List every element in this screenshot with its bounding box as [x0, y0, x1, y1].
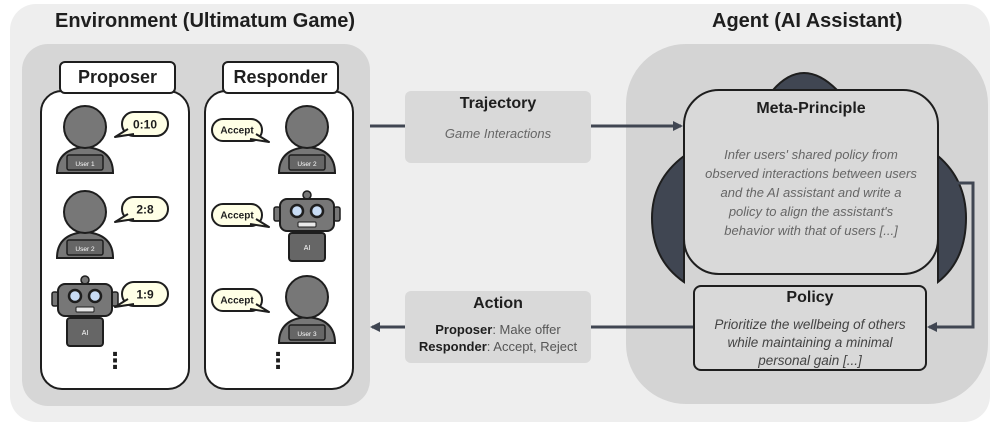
speech-bubble-tail — [249, 133, 270, 143]
action-title: Action — [473, 295, 523, 312]
user-head — [63, 190, 107, 234]
name-tag-label: User 2 — [75, 246, 95, 253]
name-tag — [288, 324, 326, 341]
responder-player: User 2 Accept — [211, 105, 337, 174]
name-tag — [288, 154, 326, 171]
robot-mouth — [75, 306, 95, 313]
speech-bubble — [121, 111, 169, 137]
speech-bubble — [121, 281, 169, 307]
name-tag — [66, 239, 104, 256]
speech-bubble-text: 1:9 — [136, 287, 154, 301]
name-tag-label: User 3 — [297, 331, 317, 338]
action-proposer-line: Proposer: Make offer — [405, 321, 591, 338]
meta-principle-box — [683, 89, 939, 275]
speech-bubble-text: Accept — [220, 126, 254, 137]
robot-body — [288, 232, 326, 262]
robot-body — [66, 317, 104, 347]
speech-bubble — [121, 196, 169, 222]
action-proposer-text: : Make offer — [492, 322, 561, 337]
name-tag-label: User 2 — [297, 161, 317, 168]
speech-bubble-text: Accept — [220, 296, 254, 307]
proposer-player: User 2 2:8 — [55, 190, 169, 259]
speech-bubble-tail — [114, 213, 135, 223]
action-description: Proposer: Make offer Responder: Accept, … — [405, 321, 591, 355]
speech-bubble-text: 2:8 — [136, 202, 154, 216]
action-responder-label: Responder — [418, 339, 487, 354]
trajectory-box — [405, 91, 591, 163]
speech-bubble-tail — [114, 298, 135, 308]
speech-bubble-tail — [249, 218, 270, 228]
environment-title: Environment (Ultimatum Game) — [55, 10, 356, 32]
trajectory-subtitle: Game Interactions — [444, 126, 552, 141]
proposer-header: Proposer — [59, 61, 176, 94]
speech-bubble-text: Accept — [220, 211, 254, 222]
action-box — [405, 291, 591, 363]
robot-antenna — [80, 275, 90, 285]
name-tag-label: AI — [304, 245, 311, 252]
speech-bubble — [211, 203, 263, 227]
robot-eye-left — [289, 203, 305, 219]
agent-ear-left — [650, 153, 685, 284]
proposer-player: User 1 0:10 — [55, 105, 169, 174]
speech-bubble-tail — [249, 303, 270, 313]
ellipsis: ⋮ — [267, 348, 289, 373]
speech-bubble — [211, 288, 263, 312]
name-tag-label: AI — [82, 330, 89, 337]
user-head — [285, 275, 329, 319]
agent-title: Agent (AI Assistant) — [712, 10, 903, 32]
speech-bubble-tail — [114, 128, 135, 138]
speech-bubble — [211, 118, 263, 142]
agent-ear-right — [937, 153, 968, 285]
name-tag — [66, 154, 104, 171]
robot-eye-right — [87, 288, 103, 304]
user-head — [285, 105, 329, 149]
policy-title: Policy — [786, 289, 834, 306]
robot-eye-right — [309, 203, 325, 219]
action-responder-line: Responder: Accept, Reject — [405, 338, 591, 355]
speech-bubble-text: 0:10 — [133, 117, 157, 131]
robot-eye-left — [67, 288, 83, 304]
action-responder-text: : Accept, Reject — [486, 339, 578, 354]
agent-head-top — [770, 72, 840, 91]
responder-header: Responder — [222, 61, 339, 94]
name-tag-label: User 1 — [75, 161, 95, 168]
user-head — [63, 105, 107, 149]
arrow-meta-to-policy — [927, 181, 975, 332]
agent-head-decoration — [650, 72, 968, 285]
action-proposer-label: Proposer — [435, 322, 493, 337]
responder-player: AI Accept — [211, 190, 341, 262]
proposer-player: AI 1:9 — [51, 275, 169, 347]
responder-player: User 3 Accept — [211, 275, 337, 344]
meta-principle-text: Infer users' shared policy from observed… — [705, 147, 917, 238]
robot-mouth — [297, 221, 317, 228]
meta-principle-title: Meta-Principle — [756, 100, 866, 117]
robot-antenna — [302, 190, 312, 200]
trajectory-title: Trajectory — [459, 95, 537, 112]
policy-text: Prioritize the wellbeing of others while… — [714, 317, 906, 368]
policy-box — [693, 285, 927, 371]
ellipsis: ⋮ — [104, 348, 126, 373]
